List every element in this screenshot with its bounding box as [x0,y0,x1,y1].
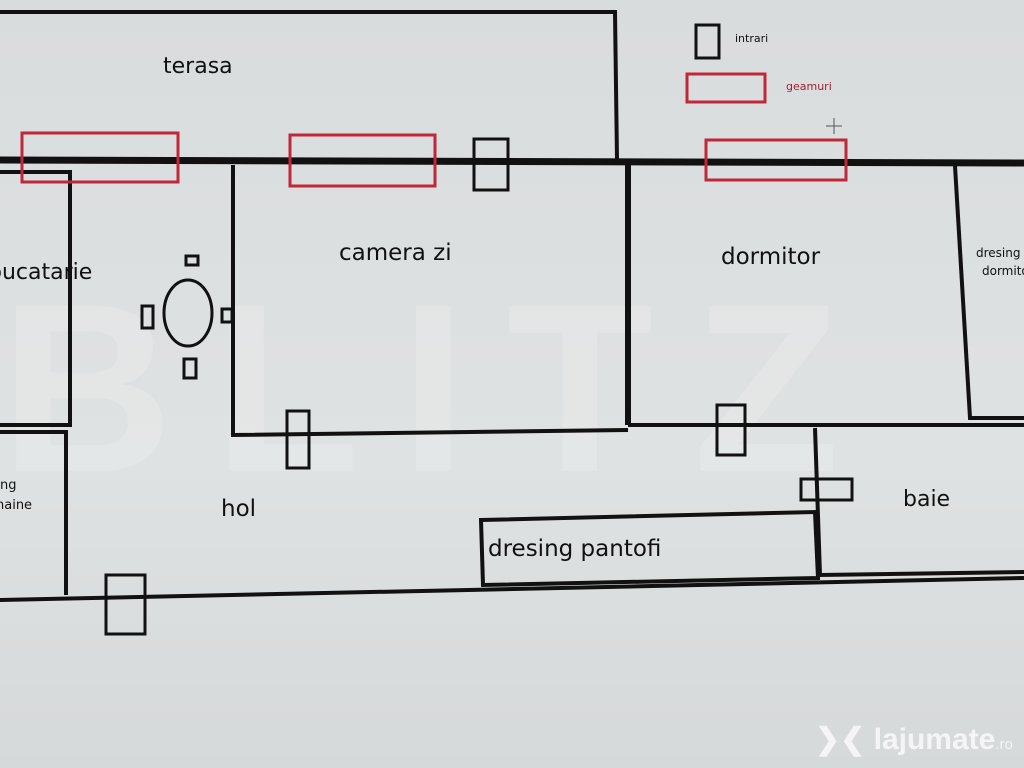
wall-baie [813,427,1024,578]
wall-dresing-haine [0,430,68,595]
logo-icon: ❯❮ [815,723,874,756]
wall-main-top [0,156,1024,167]
window [20,131,180,184]
legend-door-swatch [694,23,721,60]
room-dresing-dormitor-1: dresing [976,246,1021,260]
room-dresing-haine-2: haine [0,498,33,513]
lajumate-logo: ❯❮ lajumate.ro [815,722,1013,757]
chair [140,304,155,330]
logo-name: lajumate [873,723,996,756]
chair [184,254,200,267]
wall-dresing-pantofi [478,509,821,588]
room-bucatarie: bucatarie [0,260,93,285]
chair [220,307,234,324]
door [285,409,311,470]
room-terasa: terasa [163,54,233,79]
door [715,403,747,457]
window [704,138,848,182]
cursor-icon [826,118,842,134]
window [288,133,437,188]
room-camera-zi: camera zi [339,240,452,266]
door [799,477,854,502]
door [104,573,147,636]
wall-kitchen [0,170,72,427]
legend-window-swatch [685,72,767,104]
wall-terasa [0,10,619,161]
wall-dresing-dormitor [953,165,1024,420]
door [472,137,510,192]
wall-bottom [0,576,1024,602]
room-dresing-pantofi: dresing pantofi [488,536,662,562]
room-hol: hol [221,496,257,522]
room-dormitor: dormitor [721,244,821,270]
room-dresing-haine-1: ng [0,478,17,493]
dining-table [162,278,214,348]
watermark: BLITZ [0,254,880,522]
legend-doors-label: intrari [735,32,769,45]
wall-camera-zi [231,165,629,438]
room-baie: baie [903,487,951,512]
logo-tld: .ro [995,736,1013,753]
room-dresing-dormitor-2: dormitor [982,264,1024,278]
legend-windows-label: geamuri [786,80,832,93]
chair [182,357,198,380]
